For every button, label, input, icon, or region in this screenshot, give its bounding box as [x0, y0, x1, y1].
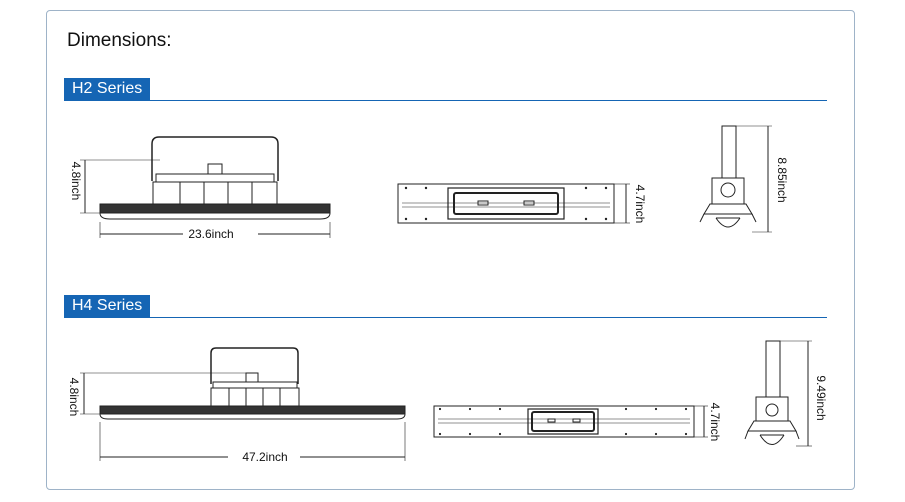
h2-length-label: 23.6inch [188, 227, 233, 241]
h4-series-rule [64, 317, 827, 318]
h4-end-view [744, 340, 812, 447]
h4-side-view [80, 347, 406, 461]
h2-height-label: 4.8inch [69, 162, 83, 201]
h4-total-height-label: 9.49inch [814, 375, 828, 420]
h2-total-height-label: 8.85inch [775, 157, 789, 202]
h4-height-label: 4.8inch [67, 378, 81, 417]
h4-top-view [433, 405, 708, 438]
h4-series-tab: H4 Series [64, 295, 151, 317]
h4-width-label: 4.7inch [708, 403, 722, 442]
h2-width-label: 4.7inch [633, 185, 647, 224]
h4-length-label: 47.2inch [242, 450, 287, 464]
page-title: Dimensions: [67, 30, 172, 51]
h2-end-view [699, 125, 772, 233]
h2-side-view [80, 136, 331, 238]
h2-series-tab: H2 Series [64, 78, 151, 100]
h2-top-view [397, 183, 630, 224]
h2-series-rule [64, 100, 827, 101]
